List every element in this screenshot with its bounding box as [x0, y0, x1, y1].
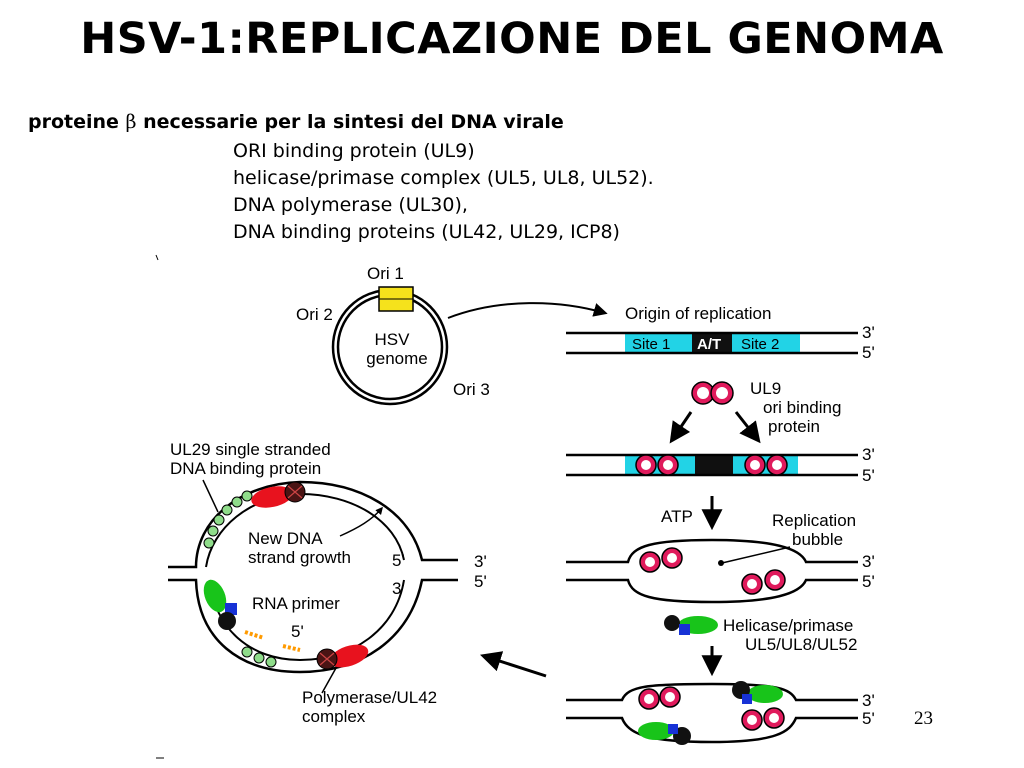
ori2-label: Ori 2 — [296, 305, 333, 324]
ul29-pointer — [202, 479, 219, 513]
bubble-with-helicase — [566, 681, 858, 745]
protein-label: protein — [768, 417, 820, 436]
end-3-label: 3' — [474, 552, 487, 571]
at-box — [692, 333, 732, 353]
ori3-label: Ori 3 — [453, 380, 490, 399]
page-number: 23 — [914, 708, 933, 729]
helicase-primase-icon — [664, 615, 718, 635]
helicase-label: Helicase/primase — [723, 616, 853, 635]
polymerase-pointer — [321, 667, 337, 694]
subtitle: proteine β necessarie per la sintesi del… — [28, 111, 564, 133]
replication-bubble — [566, 538, 858, 604]
site2-label: Site 2 — [741, 336, 779, 353]
polymerase-complex-top — [251, 481, 306, 508]
ul29-label-line1: UL29 single stranded — [170, 440, 331, 459]
beta-symbol: β — [125, 111, 137, 133]
atp-label: ATP — [661, 507, 693, 526]
hsv-label: HSV — [375, 330, 411, 349]
slide-title: HSV-1:REPLICAZIONE DEL GENOMA — [80, 14, 944, 64]
site2-box — [732, 333, 800, 353]
end-3-label: 3' — [862, 323, 875, 342]
stray-mark — [155, 254, 159, 261]
complex-label: complex — [302, 707, 366, 726]
genome-label: genome — [366, 349, 427, 368]
growth-arrow — [339, 506, 383, 537]
arrow-to-replication-fork — [480, 651, 547, 678]
helicase-primase-fork — [203, 579, 237, 630]
strand-growth-label: strand growth — [248, 548, 351, 567]
site1-box — [625, 333, 692, 353]
protein-item: helicase/primase complex (UL5, UL8, UL52… — [233, 167, 654, 189]
subtitle-suffix: necessarie per la sintesi del DNA virale — [136, 111, 564, 133]
end-3-label: 3' — [862, 691, 875, 710]
end-5-label: 5' — [862, 572, 875, 591]
polymerase-label: Polymerase/UL42 — [302, 688, 437, 707]
hsv-genome-circle: Ori 1 Ori 2 Ori 3 HSV genome — [296, 264, 490, 406]
ssb-beads — [203, 490, 277, 668]
fork-end-3-label: 3' — [392, 579, 405, 598]
end-5-label: 5' — [862, 709, 875, 728]
end-5-label: 5' — [862, 466, 875, 485]
polymerase-complex-bottom — [316, 644, 369, 670]
origin-dna: Site 1 A/T Site 2 — [566, 331, 858, 355]
primer-5-label: 5' — [291, 622, 304, 641]
ori1-label: Ori 1 — [367, 264, 404, 283]
ul9-bound-dna — [566, 453, 858, 477]
ul9-label: UL9 — [750, 379, 781, 398]
protein-item: DNA polymerase (UL30), — [233, 194, 468, 216]
arrow-ul9-right — [734, 411, 761, 444]
helicase-genes-label: UL5/UL8/UL52 — [745, 635, 857, 654]
end-3-label: 3' — [862, 552, 875, 571]
bubble-pointer — [721, 546, 791, 564]
protein-list: ORI binding protein (UL9) helicase/prima… — [233, 138, 654, 246]
ul9-dimer-icon — [691, 381, 734, 405]
rna-primer-label: RNA primer — [252, 594, 340, 613]
at-label: A/T — [697, 336, 721, 353]
protein-item: DNA binding proteins (UL42, UL29, ICP8) — [233, 221, 620, 243]
ul29-label-line2: DNA binding protein — [170, 459, 321, 478]
end-5-label: 5' — [474, 572, 487, 591]
subtitle-prefix: proteine — [28, 111, 126, 133]
site1-label: Site 1 — [632, 336, 670, 353]
arrow-to-origin — [447, 302, 608, 319]
rna-primer-marks — [244, 630, 301, 652]
fork-end-5-label: 5' — [392, 551, 405, 570]
origin-label: Origin of replication — [625, 304, 771, 323]
replication-fork — [168, 480, 458, 674]
protein-item: ORI binding protein (UL9) — [233, 140, 475, 162]
ori-binding-label: ori binding — [763, 398, 841, 417]
bubble-label: bubble — [792, 530, 843, 549]
replication-label: Replication — [772, 511, 856, 530]
end-5-label: 5' — [862, 343, 875, 362]
arrow-ul9-left — [669, 411, 693, 444]
end-3-label: 3' — [862, 445, 875, 464]
new-dna-label: New DNA — [248, 529, 323, 548]
